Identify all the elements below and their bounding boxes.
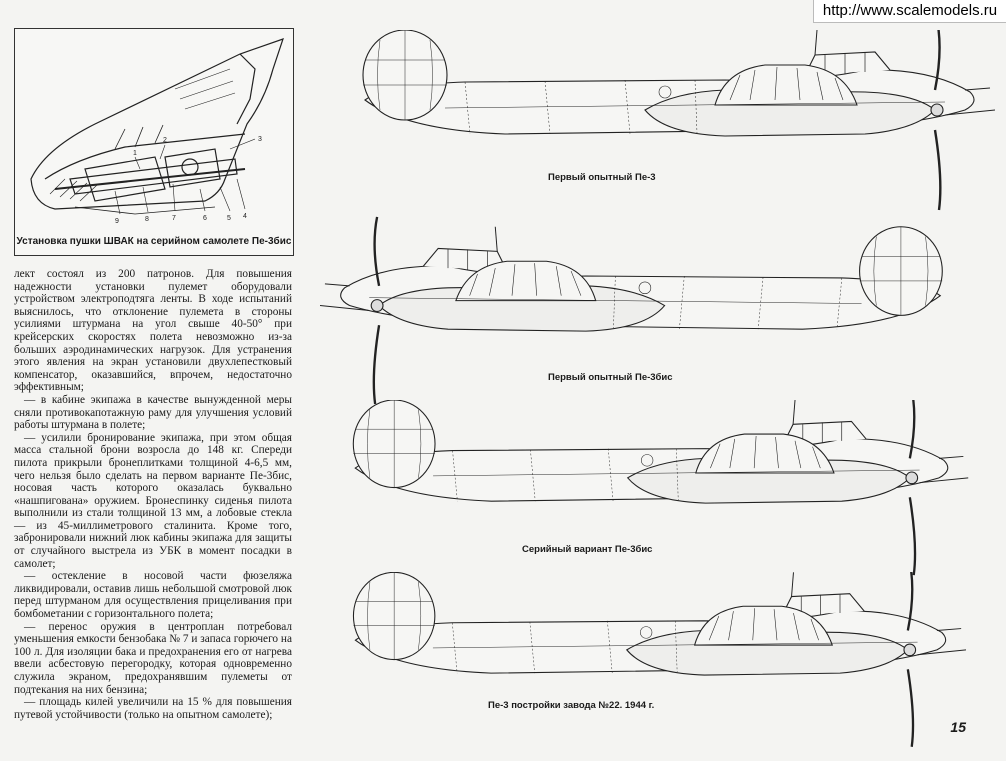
cannon-installation-drawing: 9 8 7 6 5 4 3 2 1 — [30, 38, 284, 225]
paragraph: — площадь килей увеличили на 15 % для по… — [14, 696, 292, 721]
paragraph: — перенос оружия в центроплан потребовал… — [14, 620, 292, 696]
inset-figure: 9 8 7 6 5 4 3 2 1 Установка пушки ШВАК н… — [14, 28, 294, 256]
drawing-caption-3: Серийный вариант Пе-3бис — [522, 544, 653, 555]
callout-3: 3 — [258, 136, 262, 143]
aircraft-drawing-1 — [361, 30, 995, 212]
paragraph: — в кабине экипажа в качестве вынужденно… — [14, 393, 292, 432]
drawing-caption-4: Пе-3 постройки завода №22. 1944 г. — [488, 700, 655, 711]
paragraph: лект состоял из 200 патронов. Для повыше… — [14, 268, 292, 394]
article-text: лект состоял из 200 патронов. Для повыше… — [14, 268, 292, 721]
drawing-caption-1: Первый опытный Пе-3 — [548, 172, 656, 183]
paragraph: — остекление в носовой части фюзеляжа ли… — [14, 570, 292, 621]
page-number: 15 — [950, 719, 966, 735]
watermark[interactable]: http://www.scalemodels.ru — [813, 0, 1006, 23]
callout-7: 7 — [172, 215, 176, 222]
callout-4: 4 — [243, 213, 247, 220]
paragraph: — усилили бронирование экипажа, при этом… — [14, 431, 292, 570]
callout-5: 5 — [227, 215, 231, 222]
drawing-caption-2: Первый опытный Пе-3бис — [548, 372, 673, 383]
aircraft-drawing-4 — [352, 572, 966, 748]
callout-2: 2 — [163, 137, 167, 144]
callout-1: 1 — [133, 150, 137, 157]
callout-8: 8 — [145, 216, 149, 223]
callout-9: 9 — [115, 218, 119, 225]
inset-caption: Установка пушки ШВАК на серийном самолет… — [16, 236, 292, 247]
callout-6: 6 — [203, 215, 207, 222]
